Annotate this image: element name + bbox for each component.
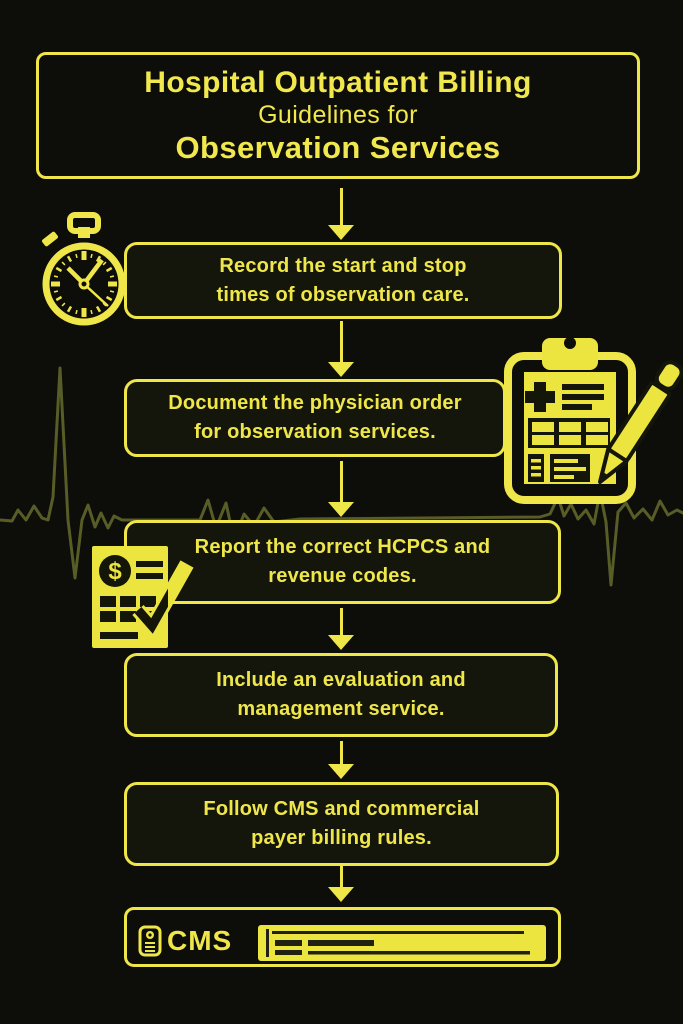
step-text: Follow CMS and commercial bbox=[203, 798, 480, 820]
down-arrow bbox=[328, 852, 354, 902]
step-text: payer billing rules. bbox=[251, 827, 432, 849]
cms-card-icon bbox=[138, 925, 162, 957]
step-text: Record the start and stop bbox=[219, 254, 467, 277]
step-text: for observation services. bbox=[194, 421, 436, 443]
svg-text:$: $ bbox=[108, 558, 122, 585]
step-text: Report the correct HCPCS and bbox=[194, 536, 491, 558]
title-line-3: Observation Services bbox=[175, 130, 501, 166]
webpage-banner-graphic bbox=[258, 925, 546, 961]
down-arrow bbox=[328, 608, 354, 650]
down-arrow bbox=[328, 321, 354, 377]
down-arrow bbox=[328, 461, 354, 517]
step-text: Include an evaluation and bbox=[216, 669, 466, 691]
step-text: management service. bbox=[237, 698, 445, 720]
step-box-record-times: Record the start and stop times of obser… bbox=[124, 242, 562, 319]
clipboard-pen-icon bbox=[504, 337, 683, 504]
step-box-follow-rules: Follow CMS and commercial payer billing … bbox=[124, 782, 559, 866]
billing-checklist-icon: $ bbox=[92, 546, 194, 648]
step-box-report-codes: Report the correct HCPCS and revenue cod… bbox=[124, 520, 561, 604]
stopwatch-icon bbox=[42, 212, 126, 326]
down-arrow bbox=[328, 188, 354, 240]
title-line-2: Guidelines for bbox=[258, 100, 418, 129]
step-box-em-service: Include an evaluation and management ser… bbox=[124, 653, 558, 737]
cms-label: CMS bbox=[167, 925, 233, 956]
step-text: revenue codes. bbox=[268, 565, 417, 587]
step-text: Document the physician order bbox=[168, 392, 462, 414]
step-box-document-order: Document the physician order for observa… bbox=[124, 379, 506, 457]
step-text: times of observation care. bbox=[216, 283, 470, 306]
down-arrow bbox=[328, 741, 354, 779]
title-box: Hospital Outpatient Billing Guidelines f… bbox=[36, 52, 640, 179]
title-line-1: Hospital Outpatient Billing bbox=[144, 65, 532, 99]
